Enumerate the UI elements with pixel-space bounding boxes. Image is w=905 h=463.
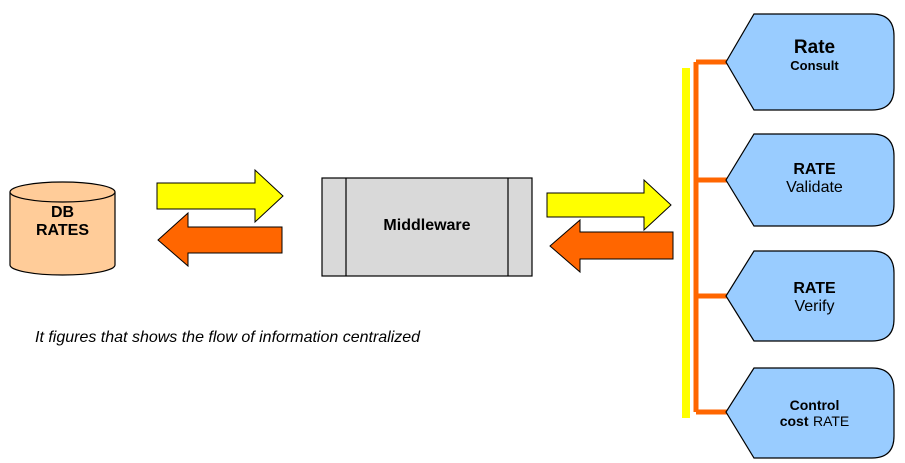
service-subtitle: Consult	[790, 57, 839, 73]
service-subtitle: cost RATE	[752, 413, 877, 431]
service-rate-consult	[725, 13, 895, 111]
database-label: DB RATES	[10, 204, 115, 241]
left-arrow-to-db	[157, 211, 283, 268]
service-title: RATE	[793, 280, 836, 297]
service-bus	[682, 59, 728, 418]
service-subtitle: Verify	[794, 298, 835, 316]
service-label-rate-verify: RATE Verify	[752, 280, 877, 317]
left-arrow-to-middleware	[156, 168, 284, 224]
service-title: Control	[789, 397, 840, 413]
database-cylinder	[9, 181, 116, 276]
database-label-line2: RATES	[35, 222, 90, 240]
service-title: Rate	[793, 37, 836, 58]
middleware-box	[321, 177, 533, 277]
service-rate-verify	[725, 250, 895, 342]
service-control-cost-rate	[725, 367, 895, 459]
service-label-rate-consult: Rate Consult	[752, 37, 877, 74]
diagram-caption: It figures that shows the flow of inform…	[35, 329, 421, 346]
right-arrow-to-services	[546, 178, 672, 232]
service-label-control-cost-rate: Control cost RATE	[752, 397, 877, 431]
service-subtitle-bold: cost	[779, 413, 809, 430]
service-subtitle-normal: RATE	[812, 413, 850, 430]
service-rate-validate	[725, 133, 895, 227]
service-subtitle: Validate	[786, 179, 843, 197]
service-title: RATE	[793, 161, 836, 178]
database-label-line1: DB	[50, 204, 75, 221]
right-arrow-to-middleware	[549, 218, 674, 274]
service-label-rate-validate: RATE Validate	[752, 161, 877, 198]
middleware-label: Middleware	[383, 217, 471, 234]
